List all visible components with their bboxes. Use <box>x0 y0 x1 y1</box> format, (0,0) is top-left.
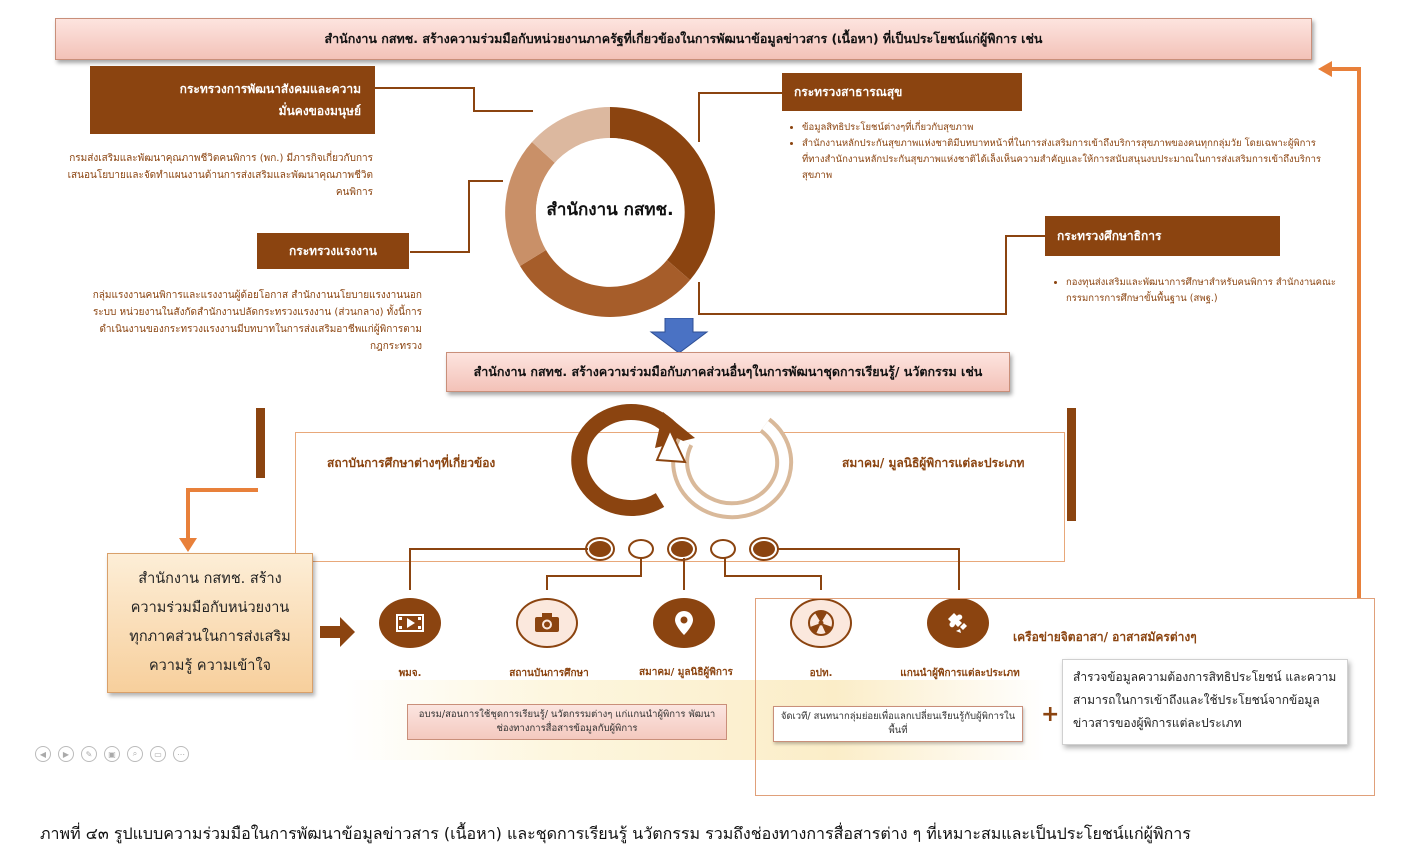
donut-segment-3 <box>505 142 555 266</box>
icon-label: อปท. <box>809 668 833 679</box>
back-icon[interactable]: ◀ <box>35 746 51 762</box>
left-orange-connector-h <box>186 488 258 492</box>
node-dot <box>587 539 613 559</box>
connector-labour-v <box>468 180 470 253</box>
icon-label: พมจ. <box>398 668 422 679</box>
ministry-health-list: ข้อมูลสิทธิประโยชน์ต่างๆที่เกี่ยวกับสุขภ… <box>786 120 1322 184</box>
donut-segment-1 <box>610 107 715 280</box>
tree-line <box>777 548 959 550</box>
donut-segment-4 <box>532 107 610 163</box>
node-dot <box>669 539 695 559</box>
radiation-icon <box>790 598 852 648</box>
presentation-nav: ◀ ▶ ✎ ▣ ⌕ ▭ ⋯ <box>35 746 189 762</box>
list-item: สำนักงานหลักประกันสุขภาพแห่งชาติมีบทบาทห… <box>802 136 1322 184</box>
left-orange-arrowhead-icon <box>179 538 197 552</box>
icon-label: สถานบันการศึกษา <box>509 668 589 679</box>
ministry-social-desc: กรมส่งเสริมและพัฒนาคุณภาพชีวิตคนพิการ (พ… <box>67 153 373 198</box>
note-training: อบรม/สอนการใช้ชุดการเรียนรู้/ นวัตกรรมต่… <box>407 704 727 740</box>
location-pin-icon <box>653 598 715 648</box>
ministry-education-list: กองทุนส่งเสริมและพัฒนาการศึกษาสำหรับคนพิ… <box>1050 275 1356 307</box>
screen-icon[interactable]: ▭ <box>150 746 166 762</box>
figure-caption: ภาพที่ ๔๓ รูปแบบความร่วมมือในการพัฒนาข้อ… <box>40 824 1191 843</box>
cycle-left-label: สถาบันการศึกษาต่างๆที่เกี่ยวข้อง <box>327 456 496 470</box>
connector-social-h2 <box>473 110 533 112</box>
return-arrowhead-icon <box>1318 61 1332 77</box>
list-item: ข้อมูลสิทธิประโยชน์ต่างๆที่เกี่ยวกับสุขภ… <box>802 120 1322 136</box>
top-banner-text: สำนักงาน กสทช. สร้างความร่วมมือกับหน่วยง… <box>324 31 1043 46</box>
cycle-right-label: สมาคม/ มูลนิธิผู้พิการแต่ละประเภท <box>842 456 1025 470</box>
zoom-icon[interactable]: ⌕ <box>127 746 143 762</box>
node-dot <box>751 539 777 559</box>
middle-banner: สำนักงาน กสทช. สร้างความร่วมมือกับภาคส่ว… <box>446 352 1010 392</box>
tree-line <box>958 548 960 590</box>
left-bar <box>256 408 265 478</box>
tree-line <box>409 548 411 590</box>
network-frame <box>755 598 1375 796</box>
donut-segment-2 <box>520 250 690 317</box>
connector-social-v <box>473 87 475 112</box>
connector-social-h <box>375 87 475 89</box>
survey-box: สำรวจข้อมูลความต้องการสิทธิประโยชน์ และค… <box>1062 659 1348 745</box>
tree-line <box>683 558 685 590</box>
plus-sign: + <box>1041 702 1060 727</box>
ministry-education-title: กระทรวงศึกษาธิการ <box>1045 216 1280 256</box>
node-dot <box>628 539 654 559</box>
puzzle-icon <box>927 598 989 648</box>
more-icon[interactable]: ⋯ <box>173 746 189 762</box>
center-donut <box>505 107 715 317</box>
connector-edu-h2 <box>698 313 1007 315</box>
tree-line <box>640 558 642 577</box>
ministry-labour-desc: กลุ่มแรงงานคนพิการและแรงงานผู้ด้อยโอกาส … <box>92 290 422 352</box>
pen-icon[interactable]: ✎ <box>81 746 97 762</box>
left-info-box: สำนักงาน กสทช. สร้างความร่วมมือกับหน่วยง… <box>107 553 313 693</box>
forward-icon[interactable]: ▶ <box>58 746 74 762</box>
connector-labour-h <box>410 251 470 253</box>
connector-edu-v2 <box>698 282 700 315</box>
center-label: สำนักงาน กสทช. <box>546 200 674 220</box>
icon-label: แกนนำผู้พิการแต่ละประเภท <box>900 668 1020 679</box>
left-orange-connector-v <box>186 488 190 540</box>
cycle-arrows-icon <box>571 404 794 520</box>
list-item: กองทุนส่งเสริมและพัฒนาการศึกษาสำหรับคนพิ… <box>1066 275 1356 307</box>
connector-labour-h2 <box>468 180 503 182</box>
network-label: เครือข่ายจิตอาสา/ อาสาสมัครต่างๆ <box>1013 630 1197 644</box>
top-banner: สำนักงาน กสทช. สร้างความร่วมมือกับหน่วยง… <box>55 18 1312 60</box>
icon-label: สมาคม/ มูลนิธิผู้พิการ <box>639 667 733 678</box>
down-arrow-icon <box>649 318 709 354</box>
ministry-health-title: กระทรวงสาธารณสุข <box>782 73 1022 111</box>
node-dot <box>710 539 736 559</box>
tree-line <box>410 548 588 550</box>
copy-icon[interactable]: ▣ <box>104 746 120 762</box>
right-arrow-icon <box>320 617 355 647</box>
tree-line <box>724 575 821 577</box>
return-arrow-horizontal <box>1330 67 1361 71</box>
return-arrow-vertical <box>1357 68 1361 598</box>
right-bar <box>1067 408 1076 521</box>
tree-line <box>547 575 642 577</box>
video-icon <box>379 598 441 648</box>
note-forum: จัดเวที/ สนทนากลุ่มย่อยเพื่อแลกเปลี่ยนเร… <box>773 706 1023 742</box>
tree-line <box>546 575 548 590</box>
ministry-social-title: กระทรวงการพัฒนาสังคมและความมั่นคงของมนุษ… <box>90 66 375 134</box>
connector-health-h <box>698 92 782 94</box>
tree-line <box>820 575 822 590</box>
connector-edu-h <box>1005 235 1045 237</box>
connector-edu-v <box>1005 235 1007 315</box>
ministry-labour-title: กระทรวงแรงงาน <box>257 233 409 269</box>
tree-line <box>724 558 726 577</box>
connector-health-v <box>698 92 700 142</box>
camera-icon <box>516 598 578 648</box>
